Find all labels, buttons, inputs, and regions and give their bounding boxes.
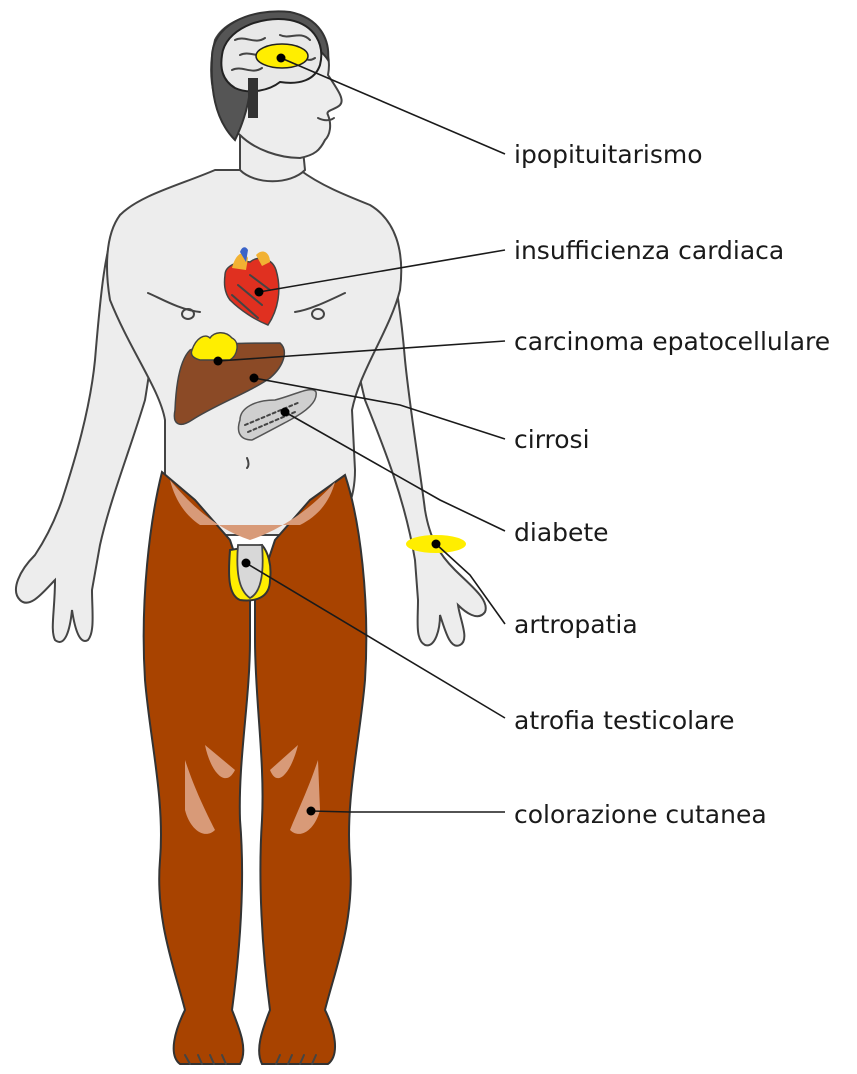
dot-insufficienza-cardiaca <box>255 288 264 297</box>
labels: ipopituitarismo insufficienza cardiaca c… <box>514 140 830 829</box>
dot-carcinoma-epatocellulare <box>214 357 223 366</box>
label-colorazione-cutanea: colorazione cutanea <box>514 800 767 829</box>
label-atrofia-testicolare: atrofia testicolare <box>514 706 735 735</box>
label-artropatia: artropatia <box>514 610 638 639</box>
label-diabete: diabete <box>514 518 609 547</box>
dot-ipopituitarismo <box>277 54 286 63</box>
label-ipopituitarismo: ipopituitarismo <box>514 140 703 169</box>
dot-artropatia <box>432 540 441 549</box>
label-cirrosi: cirrosi <box>514 425 590 454</box>
human-figure <box>16 11 486 1064</box>
dot-colorazione-cutanea <box>307 807 316 816</box>
dot-diabete <box>281 408 290 417</box>
label-insufficienza-cardiaca: insufficienza cardiaca <box>514 236 784 265</box>
label-carcinoma-epatocellulare: carcinoma epatocellulare <box>514 327 830 356</box>
dot-cirrosi <box>250 374 259 383</box>
leader-colorazione-cutanea <box>311 811 505 812</box>
brainstem <box>248 78 258 118</box>
dot-atrofia-testicolare <box>242 559 251 568</box>
